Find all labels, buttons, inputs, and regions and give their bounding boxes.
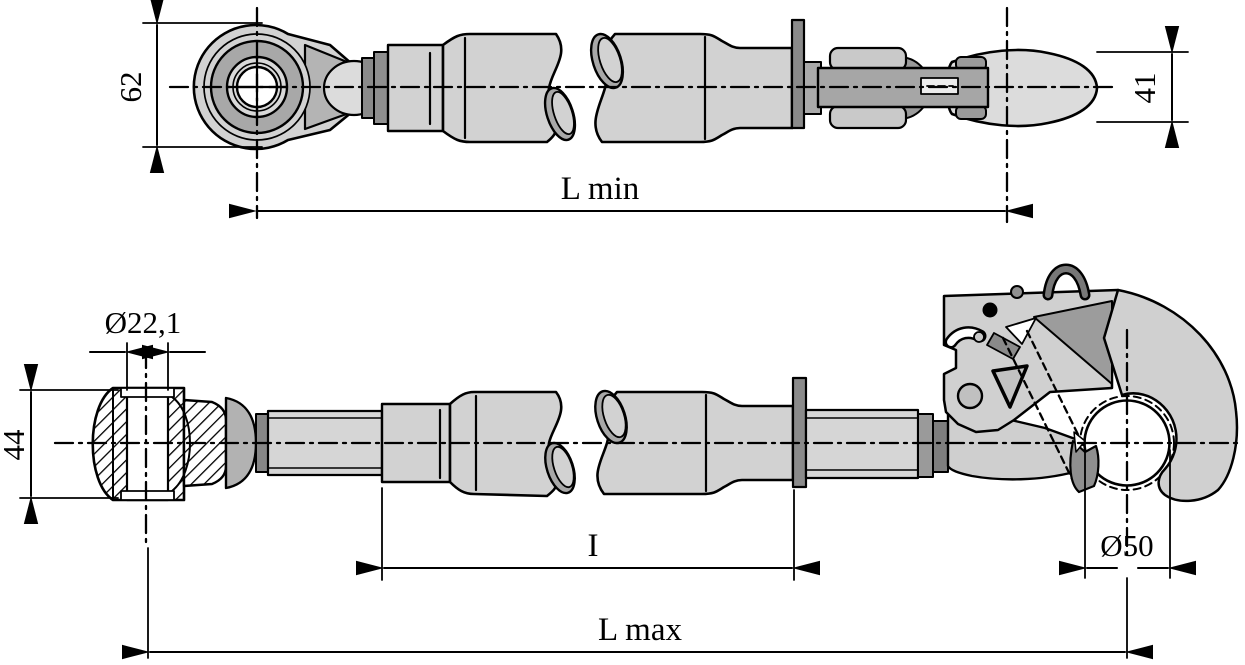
tube-plan [386, 32, 794, 144]
dim-tube-length: I [356, 487, 820, 581]
dim-label-lmin: L min [561, 171, 640, 207]
pivot-pin [982, 302, 998, 318]
dim-label-41: 41 [1127, 73, 1162, 104]
dim-hook-ball-dia: Ø50 [1059, 449, 1196, 579]
lever-flange-side [791, 376, 808, 489]
dim-label-I: I [588, 528, 599, 564]
dim-bore-dia: Ø22,1 [89, 305, 206, 391]
dim-ball-housing: 44 [0, 364, 119, 524]
lever-flange-plan [790, 18, 806, 130]
hook-crescent [1102, 288, 1239, 503]
top-view: 62 41 L min [113, 0, 1189, 224]
dim-label-44: 44 [0, 429, 31, 461]
dim-label-62: 62 [113, 72, 148, 103]
dim-eye-od: 62 [113, 0, 263, 173]
tube-side [266, 376, 949, 498]
plate-hole [956, 382, 984, 410]
dim-label-lmax: L max [598, 612, 682, 648]
triangle-cutout [991, 364, 1029, 409]
bottom-view: Ø22,1 44 I Ø50 L max [0, 263, 1245, 660]
dim-length-min: L min [229, 171, 1033, 219]
dim-label-50: Ø50 [1100, 528, 1153, 563]
centerlines-bottom-view [53, 328, 1245, 558]
dim-label-bore: Ø22,1 [105, 305, 182, 340]
centerlines-top-view [168, 6, 1114, 224]
dim-length-max: L max [122, 547, 1153, 660]
dim-hook-head-width: 41 [1096, 26, 1189, 148]
hook-end-side [942, 263, 1239, 503]
hook-end-plan [790, 18, 1099, 130]
